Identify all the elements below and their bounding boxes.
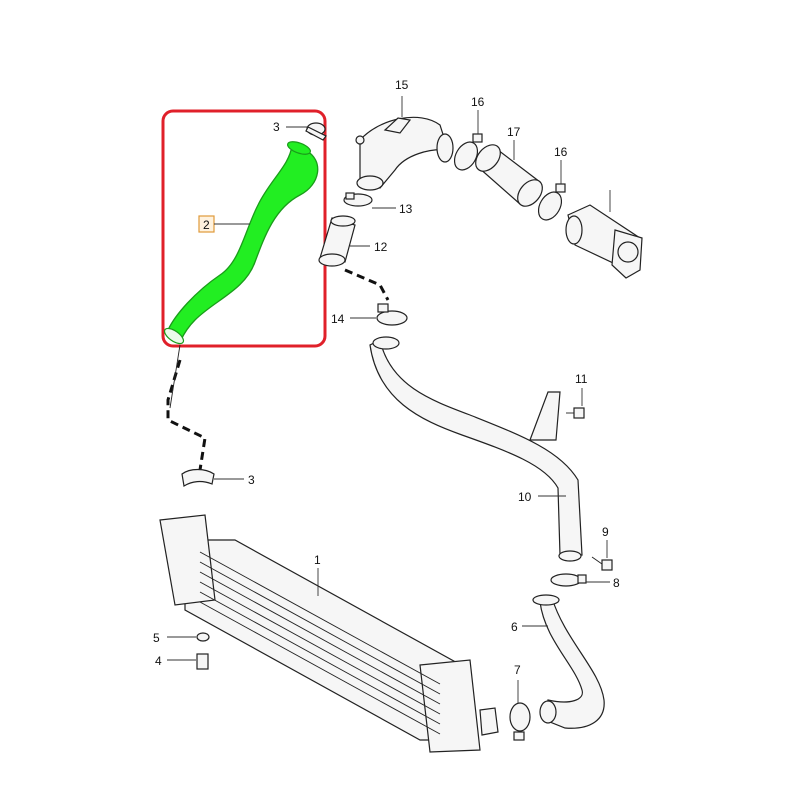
pipe-part-10[interactable] [369, 336, 583, 562]
clamp-part-15-left[interactable] [450, 133, 483, 174]
callout-14: 15 [395, 78, 409, 92]
callout-3-bottom: 3 [248, 473, 255, 487]
callout-1: 1 [314, 553, 321, 567]
clamp-part-3-top[interactable] [305, 122, 327, 141]
callout-2: 2 [203, 218, 210, 232]
callout-3-top: 3 [273, 120, 280, 134]
callout-9: 9 [602, 525, 609, 539]
callout-13-bottom: 14 [331, 312, 345, 326]
connector-dash-left [166, 359, 207, 471]
clamp-part-13-bottom[interactable] [376, 303, 408, 326]
callout-10: 10 [518, 490, 532, 504]
clamp-part-15-right[interactable] [534, 183, 566, 224]
callout-16: 17 [507, 125, 521, 139]
callout-12: 12 [374, 240, 388, 254]
washer-part-5[interactable] [196, 632, 210, 642]
callout-4: 4 [155, 654, 162, 668]
clamp-part-13-top[interactable] [343, 192, 373, 207]
throttle-part-17[interactable] [565, 204, 643, 279]
highlight-box [161, 109, 327, 348]
connector-dash-right [344, 268, 390, 301]
clamp-part-3-bottom[interactable] [181, 468, 215, 487]
bolt-part-11[interactable] [566, 407, 585, 419]
callout-5: 5 [153, 631, 160, 645]
callout-8: 8 [613, 576, 620, 590]
callout-6: 6 [511, 620, 518, 634]
callout-11: 11 [575, 372, 588, 386]
bolt-part-4[interactable] [196, 653, 209, 670]
pipe-part-16[interactable] [471, 140, 548, 211]
bracket-part-10 [529, 391, 561, 441]
callout-13-top: 13 [399, 202, 413, 216]
hose-part-2[interactable] [162, 139, 319, 346]
callout-7: 7 [514, 663, 521, 677]
hose-part-12[interactable] [318, 215, 356, 267]
callout-15-right: 16 [554, 145, 568, 159]
clamp-part-7[interactable] [509, 702, 531, 741]
callout-15-left: 16 [471, 95, 485, 109]
bolt-part-9[interactable] [591, 556, 613, 571]
elbow-part-14[interactable] [355, 116, 454, 191]
intercooler-part-1[interactable] [159, 514, 499, 753]
clamp-part-8[interactable] [550, 573, 587, 587]
hose-part-6[interactable] [532, 594, 605, 729]
